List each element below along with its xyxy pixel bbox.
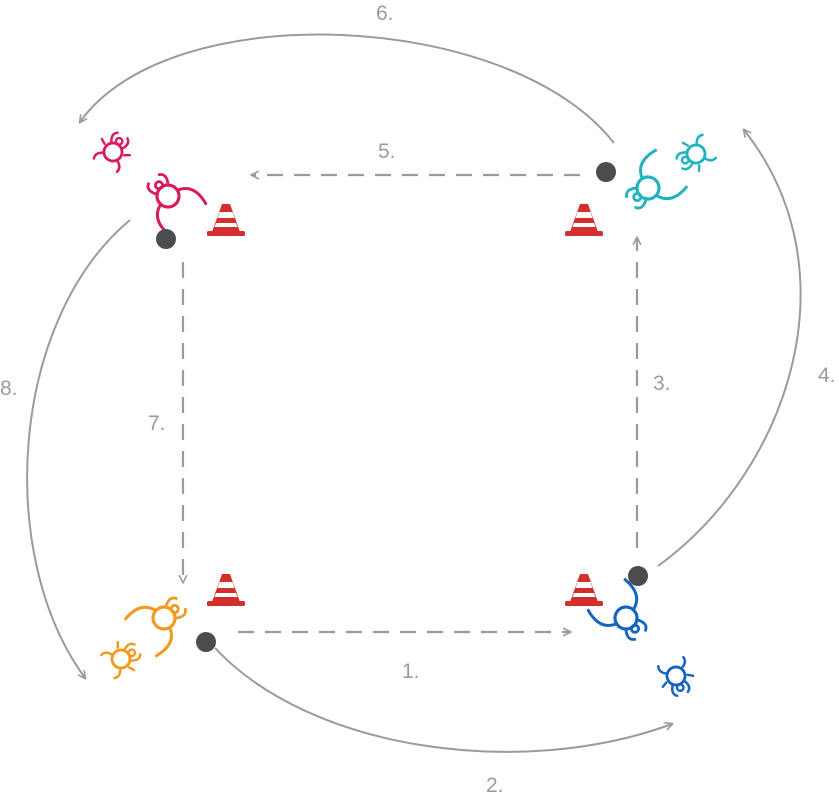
player-icon: [98, 634, 147, 683]
step-label-5: 5.: [378, 140, 396, 163]
step-label-7: 7.: [148, 412, 166, 435]
cone-bottom-right: [565, 574, 603, 606]
player-group-bottom-left: [98, 596, 216, 683]
player-icon: [625, 148, 688, 210]
run-arrow-6: [78, 33, 615, 144]
ball-icon: [628, 566, 648, 586]
step-label-3: 3.: [653, 372, 671, 395]
run-arrow-8: [26, 219, 131, 680]
player-icon: [89, 126, 138, 175]
step-label-1: 1.: [402, 660, 420, 683]
player-icon: [586, 578, 648, 641]
cones: [207, 204, 603, 606]
run-arrows: [26, 33, 802, 753]
ball-icon: [156, 229, 176, 249]
player-icon: [654, 654, 700, 701]
player-icon: [670, 130, 719, 179]
ball-icon: [196, 632, 216, 652]
step-label-4: 4.: [818, 364, 836, 387]
step-label-6: 6.: [376, 2, 394, 25]
player-icon: [124, 596, 187, 658]
cone-top-right: [565, 204, 603, 236]
cone-bottom-left: [207, 574, 245, 606]
player-icon: [146, 173, 208, 236]
ball-icon: [596, 162, 616, 182]
player-group-top-right: [596, 130, 719, 210]
player-group-top-left: [89, 126, 208, 249]
run-arrow-4: [657, 128, 802, 567]
player-group-bottom-right: [586, 566, 700, 701]
cone-top-left: [207, 204, 245, 236]
run-arrow-2: [214, 647, 674, 753]
step-label-2: 2.: [486, 774, 504, 795]
step-label-8: 8.: [0, 377, 18, 400]
pass-arrows: [178, 170, 642, 637]
